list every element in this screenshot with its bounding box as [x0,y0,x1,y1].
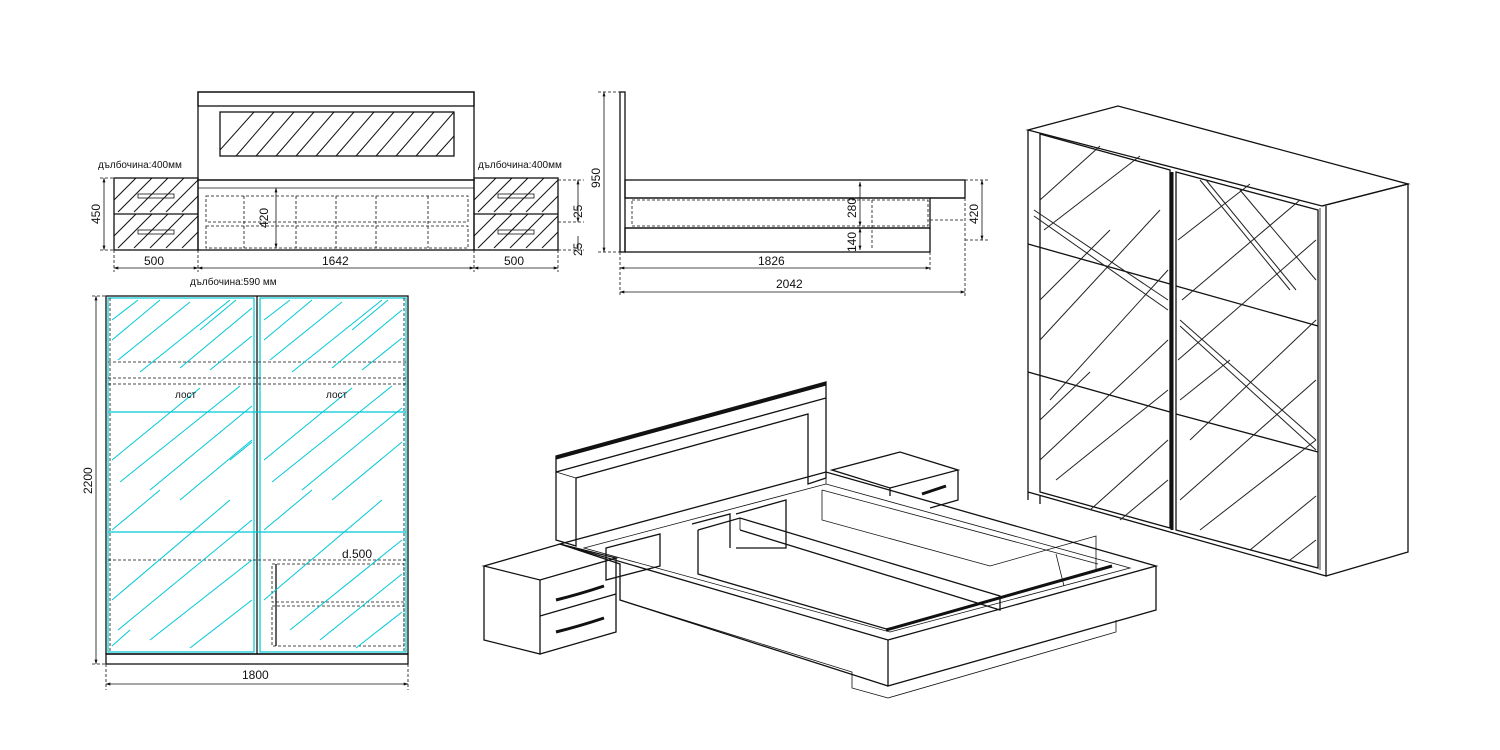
door-right [259,297,407,653]
wardrobe-top [1025,105,1411,207]
mirror-streaks-left [111,299,253,649]
dim-width-bed: 1642 [322,254,349,268]
wardrobe-front-view: лост лост d.500 2200 1800 [81,295,409,690]
dim-wardrobe-width: 1800 [242,668,269,682]
nightstand-3d-right [829,451,961,489]
bed-base-front [197,179,475,251]
door-left [107,297,255,653]
dim-wardrobe-height: 2200 [81,467,95,494]
nightstand-3d-left [481,543,619,581]
dim-width-right: 500 [504,254,524,268]
bed-front-view: дълбочина:400мм дълбочина:400мм дълбочин… [89,91,585,288]
depth-label-right: дълбочина:400мм [478,159,562,171]
rod-label-right: лост [326,390,348,401]
dim-side-height: 420 [967,204,981,224]
bed-frame-top [557,471,1159,641]
bed-side-view: 950 280 140 420 1826 2042 [589,91,990,296]
dim-25-top: 25 [571,204,585,218]
depth-label-left: дълбочина:400мм [98,159,182,171]
depth-label-bed: дълбочина:590 мм [190,276,277,288]
headboard-hatch [219,111,455,157]
dim-25-bottom: 25 [571,242,585,256]
dim-total-length: 2042 [776,277,803,291]
headboard-front [197,91,475,181]
slat-2 [735,499,787,549]
rod-label-left: лост [175,390,197,401]
dim-width-left: 500 [144,254,164,268]
drawer-depth-label: d.500 [342,547,372,561]
wardrobe-3d-view [1025,105,1411,577]
wardrobe-front-3d [1027,130,1327,577]
wardrobe-door-left-3d [1039,133,1171,529]
dim-upper: 280 [845,198,859,218]
dim-inner-length: 1826 [758,254,785,268]
mirror-streaks-right [263,299,403,649]
dim-headboard-height: 950 [589,168,603,188]
dim-height-bed: 420 [257,208,271,228]
headboard-side [619,91,626,253]
dim-lower: 140 [845,232,859,252]
wardrobe-3d-glass-streaks [1033,145,1317,561]
wardrobe-door-right-3d [1175,171,1319,569]
bed-3d-view [481,381,1159,699]
slat-1 [605,533,661,581]
headboard-panel [219,111,455,157]
dim-height-nightstand: 450 [89,204,103,224]
